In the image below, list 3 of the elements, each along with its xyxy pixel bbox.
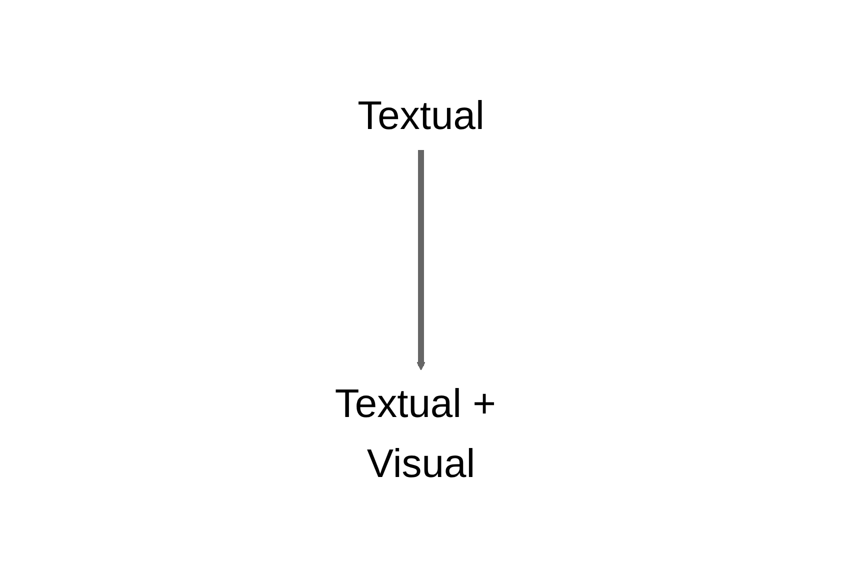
node-text: Textual — [358, 94, 484, 138]
arrow — [416, 150, 426, 370]
node-text: Textual + Visual — [334, 382, 496, 486]
